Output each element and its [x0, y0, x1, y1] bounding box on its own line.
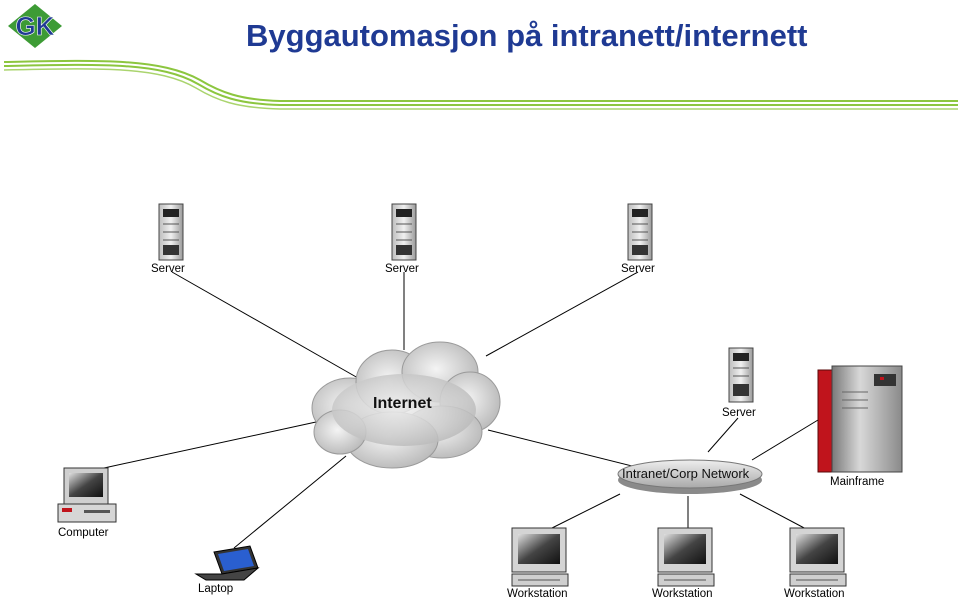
connection-lines — [103, 271, 819, 549]
link-mainframe-intranet — [751, 419, 819, 461]
header-swoosh — [3, 59, 958, 110]
link-laptop-internet — [233, 455, 347, 549]
link-computer-internet — [103, 421, 317, 469]
internet-cloud-icon — [311, 341, 501, 469]
server-icon — [158, 203, 184, 261]
mainframe-label: Mainframe — [830, 476, 885, 488]
internet-label: Internet — [373, 395, 432, 412]
mainframe-icon — [817, 365, 903, 473]
workstation1-label: Workstation — [507, 588, 568, 600]
gk-logo: GK — [6, 2, 64, 55]
workstation-icon — [511, 527, 569, 587]
server2-label: Server — [385, 263, 419, 275]
link-internet-intranet — [487, 429, 641, 469]
computer-label: Computer — [58, 527, 109, 539]
workstation2-label: Workstation — [652, 588, 713, 600]
server-icon — [728, 347, 754, 403]
link-server4-intranet — [707, 417, 739, 453]
server1-label: Server — [151, 263, 185, 275]
link-intranet-workstation3 — [739, 493, 809, 531]
intranet-ring-icon — [617, 459, 763, 494]
link-server1-internet — [171, 271, 359, 379]
server-icon — [627, 203, 653, 261]
link-intranet-workstation1 — [543, 493, 621, 533]
workstation-icon — [789, 527, 847, 587]
server4-label: Server — [722, 407, 756, 419]
slide-title: Byggautomasjon på intranett/internett — [246, 18, 808, 53]
link-server3-internet — [485, 271, 639, 357]
server3-label: Server — [621, 263, 655, 275]
server-icon — [391, 203, 417, 261]
workstation3-label: Workstation — [784, 588, 845, 600]
laptop-icon — [194, 545, 260, 581]
laptop-label: Laptop — [198, 583, 234, 595]
computer-icon — [57, 467, 117, 523]
intranet-label: Intranet/Corp Network — [622, 466, 750, 481]
workstation-icon — [657, 527, 715, 587]
logo-text: GK — [16, 11, 55, 41]
